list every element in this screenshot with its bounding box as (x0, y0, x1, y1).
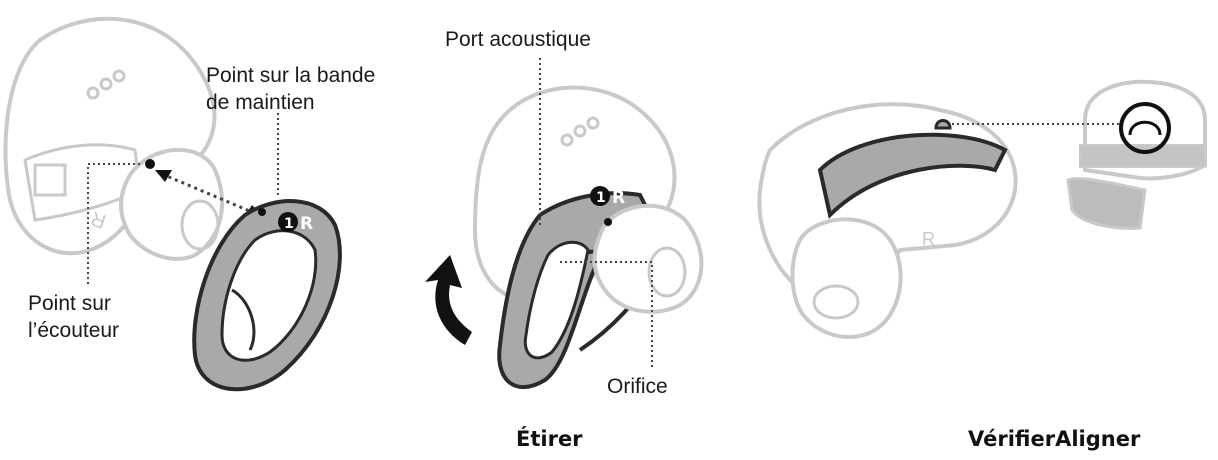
callout-band-point-line2: de maintien (206, 91, 315, 114)
band-badge-letter-left: R (300, 214, 313, 234)
eartip-opening-left (180, 199, 220, 251)
callout-acoustic-port: Port acoustique (445, 26, 591, 53)
band-dot-middle (604, 218, 612, 226)
callout-earbud-point: Point sur l’écouteur (28, 290, 119, 344)
detail-band-strip (1079, 144, 1206, 168)
retention-band-loose (192, 199, 342, 392)
callout-orifice: Orifice (607, 373, 668, 400)
band-badge-circle-middle (590, 186, 610, 206)
detail-nub-outline (1128, 120, 1162, 136)
callout-band-point-line1: Point sur la bande (206, 64, 376, 87)
stretch-arrow (425, 255, 472, 345)
panel-verify-align: R (757, 79, 1207, 340)
eartip-opening-right (812, 284, 860, 320)
callout-acoustic-port-text: Port acoustique (445, 28, 591, 51)
callout-earbud-point-line2: l’écouteur (28, 319, 120, 342)
panel-earbud-and-band: R 1 R (3, 16, 342, 392)
side-letter-right: R (922, 229, 935, 249)
alignment-arrowhead-top (155, 170, 172, 182)
callout-band-point: Point sur la bande de maintien (206, 62, 375, 116)
eartip-right (790, 217, 903, 340)
alignment-arrow (161, 172, 253, 214)
detail-eartip-segment (1066, 177, 1147, 230)
callout-orifice-text: Orifice (607, 375, 668, 398)
band-point-dot (258, 208, 266, 216)
band-badge-letter-middle: R (612, 188, 625, 208)
band-badge-number-middle: 1 (596, 190, 606, 206)
leader-earbud-point (87, 163, 140, 285)
earbud-vent-dots-middle (560, 116, 600, 147)
retention-band-fitted (817, 132, 1008, 219)
leader-orifice (560, 261, 653, 370)
detail-highlight-ring (1119, 102, 1171, 154)
step-verify-align-caption: VérifierAligner (968, 427, 1141, 451)
earbud-vent-dots-left (86, 69, 126, 100)
callout-earbud-point-line1: Point sur (28, 292, 111, 315)
eartip-opening-middle (647, 246, 687, 298)
band-badge-circle-left (278, 212, 298, 232)
step-stretch-caption: Étirer (516, 427, 583, 451)
band-badge-number-left: 1 (284, 216, 294, 232)
panel-stretch: 1 R (425, 58, 704, 389)
eartip-middle (592, 203, 704, 314)
earbud-point-dot (145, 159, 155, 169)
side-letter-left: R (88, 207, 109, 233)
band-nub (934, 119, 952, 130)
earbud-grille-left (33, 163, 67, 197)
